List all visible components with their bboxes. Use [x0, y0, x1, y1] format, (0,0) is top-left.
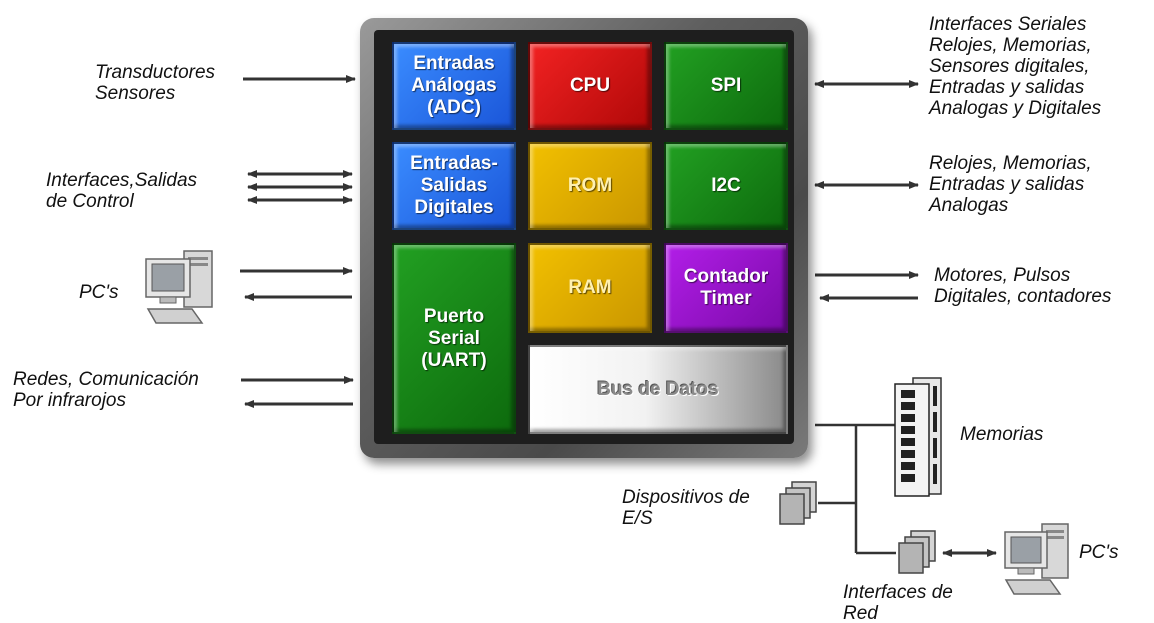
pcs-left-label: PC's — [79, 282, 119, 303]
computer-icon — [1004, 523, 1069, 595]
ram-block: RAM — [528, 243, 652, 333]
computer-icon — [145, 250, 213, 324]
memories-label: Memorias — [960, 424, 1044, 445]
rom-block: ROM — [528, 142, 652, 230]
pcs-right-label: PC's — [1079, 542, 1119, 563]
cpu-block: CPU — [528, 42, 652, 130]
memory-modules-icon — [894, 377, 942, 497]
spi-block: SPI — [664, 42, 788, 130]
data-bus-block: Bus de Datos — [528, 345, 788, 434]
io-device-icon — [779, 481, 817, 525]
i2c-block: I2C — [664, 142, 788, 230]
network-interface-icon — [898, 530, 936, 574]
